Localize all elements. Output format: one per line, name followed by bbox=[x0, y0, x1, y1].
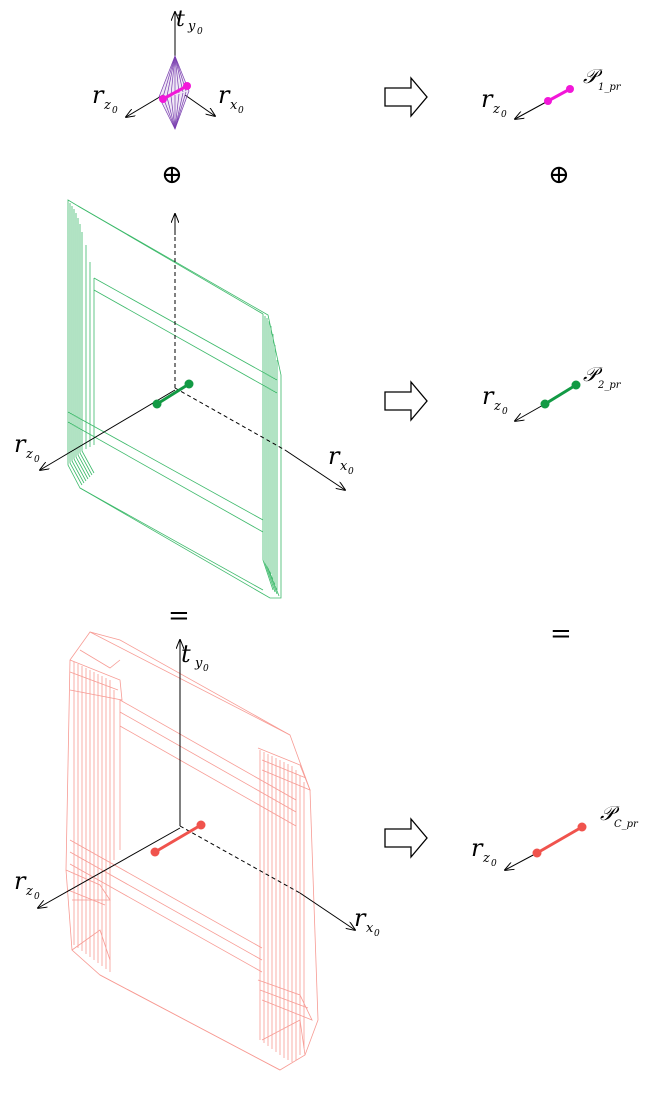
rx-axis-label: r bbox=[354, 904, 367, 932]
right-hollow-arrow-icon bbox=[384, 817, 428, 859]
rz-axis-sub: z bbox=[493, 399, 501, 414]
pc-segment bbox=[536, 825, 583, 855]
p1-point bbox=[544, 97, 552, 105]
rx-axis-sub0: 0 bbox=[348, 467, 354, 477]
rz-axis-label: r bbox=[14, 867, 27, 895]
rx-axis-sub0: 0 bbox=[238, 106, 244, 116]
right-hollow-arrow-icon bbox=[384, 380, 428, 422]
rz-axis-sub: z bbox=[492, 102, 500, 117]
rx-axis-hidden bbox=[174, 387, 286, 451]
rx-axis-label: r bbox=[328, 442, 341, 470]
row1-point bbox=[159, 95, 167, 103]
rz-axis-sub: z bbox=[482, 851, 490, 866]
rz-axis-label: r bbox=[471, 834, 484, 862]
row3-segment bbox=[154, 823, 202, 854]
rz-axis-arrow bbox=[515, 100, 549, 119]
t-axis-sub0: 0 bbox=[203, 664, 209, 674]
rz-axis-arrow bbox=[40, 389, 176, 470]
row1-segment bbox=[162, 84, 188, 101]
rz-axis-sub0: 0 bbox=[491, 859, 497, 869]
row3-set-red: t y 0 r z 0 r x 0 bbox=[14, 631, 380, 1071]
p2-segment bbox=[544, 383, 577, 406]
rx-axis-arrow bbox=[184, 94, 215, 116]
rz-axis-label: r bbox=[482, 382, 495, 410]
rz-axis-label: r bbox=[481, 85, 494, 113]
rz-axis-arrow bbox=[126, 94, 164, 117]
rx-axis-label: r bbox=[218, 81, 231, 109]
rz-axis-arrow bbox=[38, 827, 181, 908]
rz-axis-sub0: 0 bbox=[112, 106, 118, 116]
row1-point bbox=[183, 82, 191, 90]
t-axis-sub: y bbox=[194, 656, 203, 671]
rx-axis-hidden bbox=[179, 825, 301, 894]
pc-label-sub: C_pr bbox=[614, 819, 639, 830]
p1-point bbox=[566, 85, 574, 93]
row3-point bbox=[150, 847, 160, 857]
rz-axis-arrow bbox=[505, 852, 538, 870]
row2-point bbox=[152, 399, 162, 409]
t-axis-sub0: 0 bbox=[197, 27, 203, 37]
equals-symbol-left: = bbox=[168, 601, 190, 631]
p1-segment bbox=[547, 87, 571, 103]
rz-axis-sub0: 0 bbox=[501, 110, 507, 120]
rz-axis-sub: z bbox=[25, 884, 33, 899]
rz-axis-sub0: 0 bbox=[34, 455, 40, 465]
rz-axis-sub: z bbox=[25, 447, 33, 462]
row2-segment bbox=[156, 382, 190, 406]
rx-axis-sub: x bbox=[340, 459, 348, 474]
p1-label-sub: 1_pr bbox=[598, 82, 622, 93]
oplus-symbol-right: ⊕ bbox=[548, 160, 570, 190]
t-axis-sub: y bbox=[187, 19, 196, 34]
rz-axis-label: r bbox=[92, 81, 105, 109]
rx-axis-sub: x bbox=[366, 921, 374, 936]
p2-label-sub: 2_pr bbox=[597, 380, 622, 391]
rx-axis-sub: x bbox=[230, 98, 238, 113]
row1-set-purple: t y 0 r z 0 r x 0 bbox=[92, 7, 244, 130]
row3-point bbox=[196, 820, 206, 830]
t-axis-label: t bbox=[176, 7, 185, 32]
rz-axis-arrow bbox=[515, 403, 546, 421]
equals-symbol-right: = bbox=[550, 619, 572, 649]
pc-point bbox=[577, 822, 587, 832]
oplus-symbol-left: ⊕ bbox=[161, 160, 183, 190]
row2-set-green: r z 0 r x 0 bbox=[14, 199, 354, 599]
result-pc: r z 0 𝒫 C_pr bbox=[471, 801, 639, 870]
rz-axis-label: r bbox=[14, 430, 27, 458]
result-p2: r z 0 𝒫 2_pr bbox=[482, 362, 622, 421]
rz-axis-sub: z bbox=[103, 98, 111, 113]
rx-axis-sub0: 0 bbox=[374, 929, 380, 939]
t-axis-label: t bbox=[181, 640, 191, 668]
row2-point bbox=[184, 379, 194, 389]
red-combined-wireframe bbox=[65, 631, 319, 1071]
p2-point bbox=[571, 380, 581, 390]
p2-point bbox=[540, 399, 550, 409]
rx-axis-arrow bbox=[284, 449, 345, 490]
rx-axis-arrow bbox=[299, 892, 355, 930]
result-p1: r z 0 𝒫 1_pr bbox=[481, 64, 622, 120]
rz-axis-sub0: 0 bbox=[502, 407, 508, 417]
right-hollow-arrow-icon bbox=[384, 76, 428, 118]
rz-axis-sub0: 0 bbox=[34, 892, 40, 902]
green-box-wireframe bbox=[67, 199, 282, 599]
pc-point bbox=[532, 848, 542, 858]
